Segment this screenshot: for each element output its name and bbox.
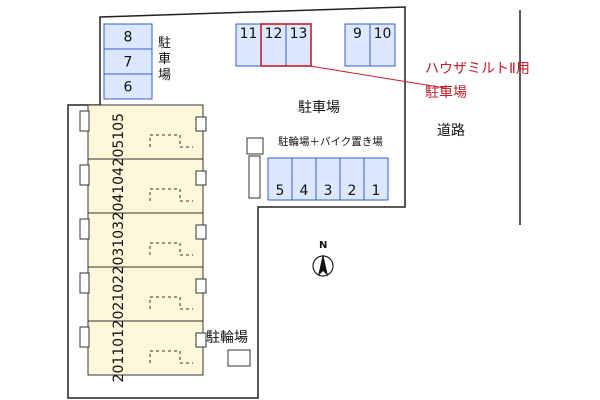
bike-parking-combo-label: 駐輪場＋バイク置き場 bbox=[278, 136, 383, 148]
bike-stand-long bbox=[248, 155, 261, 199]
unit-entrance-path bbox=[149, 296, 193, 310]
left-space-number: 7 bbox=[124, 55, 133, 71]
top-space-number: 13 bbox=[290, 26, 308, 42]
bottom-space-3: 3 bbox=[315, 157, 341, 201]
highlight-note-line2: 駐車場 bbox=[425, 85, 467, 101]
bike-stand-small bbox=[246, 137, 264, 155]
unit-entrance-path bbox=[149, 134, 193, 148]
highlight-note-line1: ハウザミルトⅡ用 bbox=[425, 61, 530, 77]
unit-step bbox=[195, 170, 207, 186]
unit-tab bbox=[79, 218, 90, 240]
left-space-7: 7 bbox=[103, 48, 153, 75]
unit-label-pair: 204104 bbox=[111, 167, 127, 221]
unit-step bbox=[195, 332, 207, 348]
top-space-12: 12 bbox=[260, 23, 287, 67]
unit-entrance-path bbox=[149, 242, 193, 256]
bottom-space-number: 3 bbox=[324, 183, 333, 199]
bottom-space-4: 4 bbox=[291, 157, 317, 201]
north-compass-icon bbox=[312, 254, 334, 277]
left-space-number: 6 bbox=[124, 80, 133, 96]
unit-upper-number: 203 bbox=[111, 247, 127, 275]
left-space-6: 6 bbox=[103, 73, 153, 100]
unit-entrance-path bbox=[149, 350, 193, 364]
unit-upper-number: 201 bbox=[111, 355, 127, 383]
unit-lower-number: 101 bbox=[111, 329, 127, 356]
unit-tab bbox=[79, 326, 90, 348]
top-space-11: 11 bbox=[235, 23, 262, 67]
bike-parking-box bbox=[227, 349, 251, 367]
unit-step bbox=[195, 278, 207, 294]
unit-tab bbox=[79, 110, 90, 132]
top-right-space-number: 9 bbox=[353, 26, 362, 42]
unit-strip bbox=[87, 104, 204, 376]
unit-lower-number: 105 bbox=[111, 113, 127, 140]
bike-parking-label: 駐輪場 bbox=[206, 330, 248, 346]
unit-lower-number: 104 bbox=[111, 167, 127, 194]
unit-upper-number: 205 bbox=[111, 139, 127, 167]
highlight-box bbox=[260, 23, 312, 67]
unit-label-pair: 202102 bbox=[111, 275, 127, 329]
bottom-space-number: 4 bbox=[300, 183, 309, 199]
unit-tab bbox=[79, 272, 90, 294]
unit-step bbox=[195, 224, 207, 240]
lot-left-label: 駐 車 場 bbox=[158, 36, 172, 83]
top-space-number: 12 bbox=[265, 26, 283, 42]
unit-label-pair: 205105 bbox=[111, 113, 127, 167]
unit-tab bbox=[79, 164, 90, 186]
unit-upper-number: 202 bbox=[111, 301, 127, 329]
lot-main-label: 駐車場 bbox=[298, 100, 340, 116]
top-right-space-10: 10 bbox=[369, 23, 396, 67]
unit-label-pair: 201101 bbox=[111, 329, 127, 383]
highlight-pointer-line bbox=[309, 65, 446, 89]
unit-entrance-path bbox=[149, 188, 193, 202]
unit-step bbox=[195, 116, 207, 132]
road-label: 道路 bbox=[437, 123, 465, 139]
unit-lower-number: 103 bbox=[111, 221, 127, 248]
bottom-space-5: 5 bbox=[267, 157, 293, 201]
top-space-number: 11 bbox=[240, 26, 258, 42]
bottom-space-2: 2 bbox=[339, 157, 365, 201]
bottom-space-number: 2 bbox=[348, 183, 357, 199]
unit-label-pair: 203103 bbox=[111, 221, 127, 275]
bottom-space-number: 1 bbox=[372, 183, 381, 199]
left-space-8: 8 bbox=[103, 23, 153, 50]
bottom-space-number: 5 bbox=[276, 183, 285, 199]
top-space-13: 13 bbox=[285, 23, 312, 67]
bottom-space-1: 1 bbox=[363, 157, 389, 201]
top-right-space-number: 10 bbox=[374, 26, 392, 42]
top-right-space-9: 9 bbox=[344, 23, 371, 67]
left-space-number: 8 bbox=[124, 30, 133, 46]
unit-lower-number: 102 bbox=[111, 275, 127, 302]
compass-label: N bbox=[319, 240, 328, 251]
unit-upper-number: 204 bbox=[111, 193, 127, 221]
